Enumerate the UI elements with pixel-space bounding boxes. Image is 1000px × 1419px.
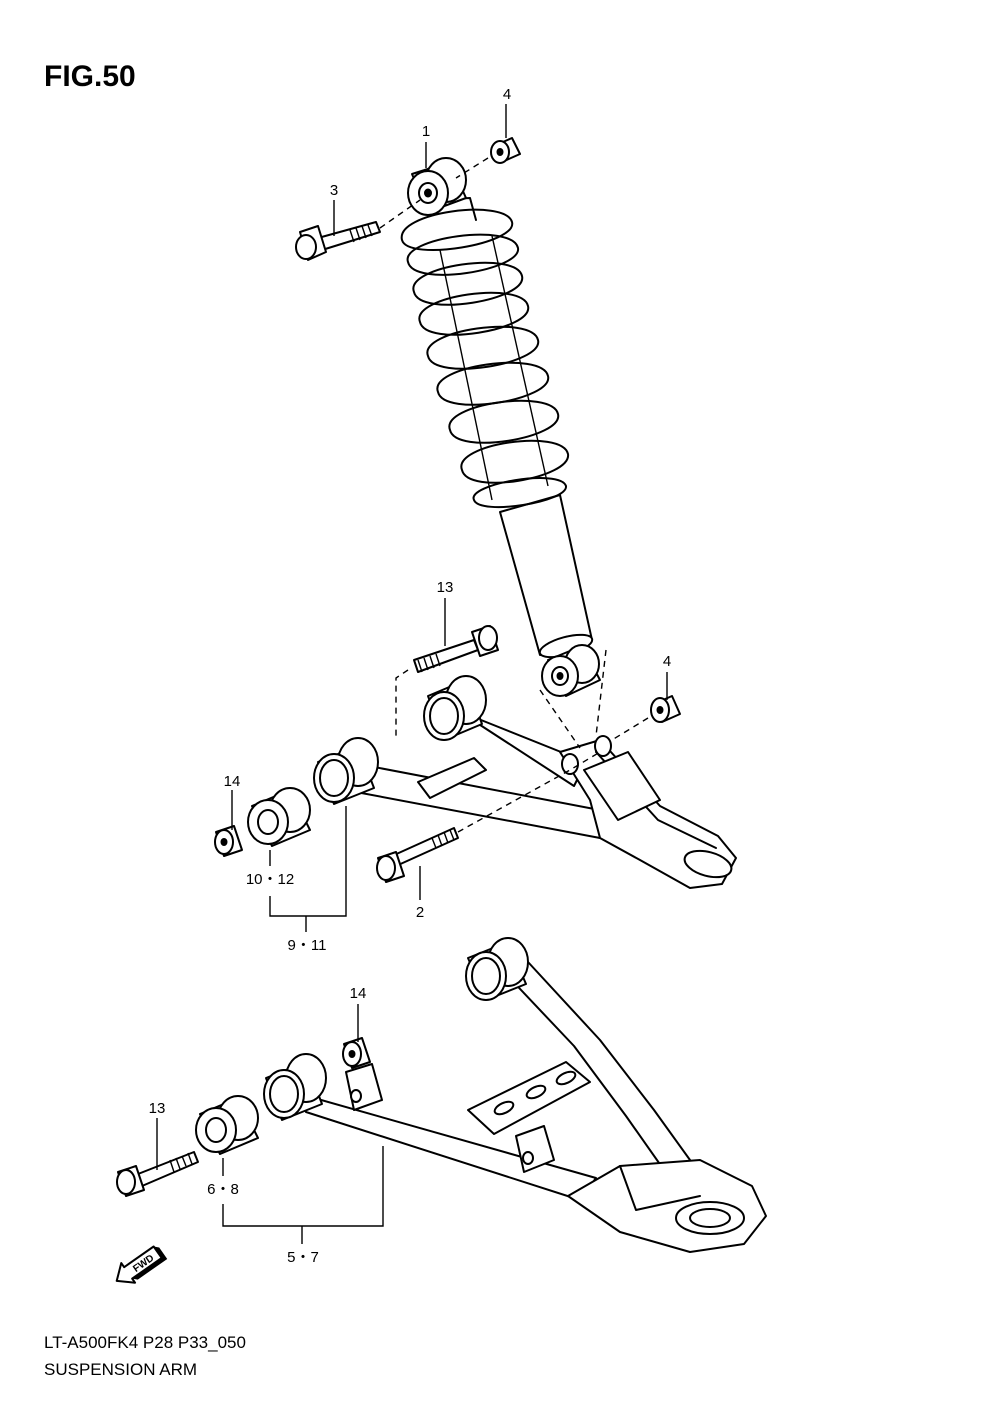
bolt-part-2 — [376, 827, 459, 883]
leader-line — [395, 669, 409, 740]
nut-part-4-top — [490, 137, 521, 164]
lower-suspension-arm — [263, 937, 767, 1253]
callout-label: 3 — [330, 182, 338, 199]
callout-label: 13 — [149, 1100, 166, 1117]
callout-label: 10・12 — [246, 871, 294, 888]
nut-part-4-mid — [650, 695, 681, 723]
bolt-part-13-upper — [413, 625, 499, 673]
upper-suspension-arm — [313, 675, 737, 889]
callout-label: 14 — [350, 985, 367, 1002]
callout-label: 4 — [503, 86, 511, 103]
leader-line — [539, 649, 607, 749]
leader-line — [611, 717, 649, 741]
bushing-part-10-12 — [247, 787, 311, 847]
shock-top-mount — [407, 157, 467, 216]
nut-part-14-lower — [342, 1037, 371, 1069]
callout-label: 2 — [416, 904, 424, 921]
model-code: LT-A500FK4 P28 P33_050 — [44, 1333, 246, 1352]
leader-line — [379, 199, 421, 229]
bolt-part-13-lower — [116, 1151, 199, 1197]
bolt-part-3 — [295, 221, 381, 261]
figure-title: FIG.50 — [44, 60, 136, 93]
callout-leaders — [156, 104, 668, 1244]
callout-label: 6・8 — [207, 1181, 239, 1198]
callout-label: 1 — [422, 123, 430, 140]
shock-bottom-mount — [541, 644, 601, 697]
callout-label: 4 — [663, 653, 671, 670]
bushing-part-6-8 — [195, 1095, 259, 1155]
forward-arrow-icon: FWD — [115, 1245, 168, 1284]
callout-label: 14 — [224, 773, 241, 790]
callout-label: 13 — [437, 579, 454, 596]
callout-label: 5・7 — [287, 1249, 319, 1266]
section-name: SUSPENSION ARM — [44, 1360, 198, 1379]
nut-part-14-upper — [214, 825, 243, 857]
callout-label: 9・11 — [288, 937, 327, 954]
coil-spring — [400, 197, 569, 509]
shock-absorber-assembly — [400, 157, 601, 697]
